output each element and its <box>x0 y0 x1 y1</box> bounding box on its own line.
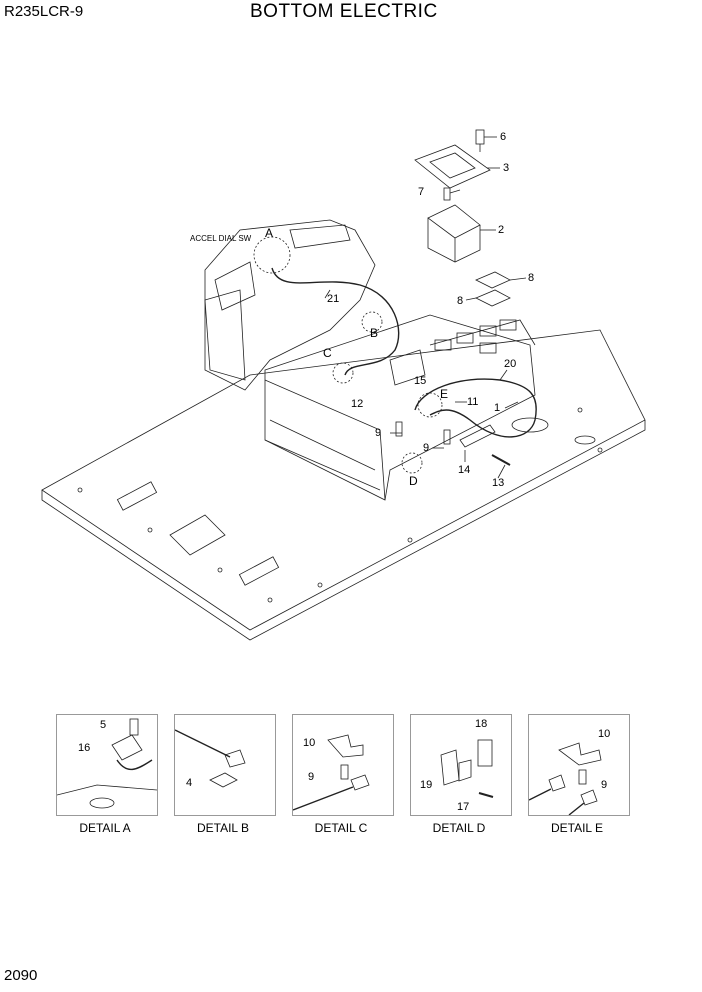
part-6-bolt <box>475 129 485 152</box>
callout-11: 11 <box>467 396 479 408</box>
part-7-screw <box>443 187 451 201</box>
part-2-box <box>427 204 481 263</box>
callout-8-lower: 8 <box>457 295 464 307</box>
detail-b-caption: DETAIL B <box>196 821 249 835</box>
part-3-bezel <box>414 144 491 189</box>
part-9-bolt-right <box>443 429 451 445</box>
callout-12: 12 <box>351 398 364 410</box>
callout-21: 21 <box>327 293 340 305</box>
callout-7: 7 <box>418 186 425 198</box>
floor-plate <box>41 329 646 641</box>
detail-c-label-10: 10 <box>303 737 316 749</box>
detail-d-box <box>410 714 512 816</box>
callout-13: 13 <box>492 477 505 489</box>
callout-9-left: 9 <box>375 427 382 439</box>
callout-6: 6 <box>500 131 507 143</box>
callout-d: D <box>409 474 418 488</box>
detail-a-marker <box>253 236 291 274</box>
leader-lines <box>324 136 527 479</box>
callout-b: B <box>370 326 379 340</box>
callout-14: 14 <box>458 464 471 476</box>
harness-20 <box>414 378 537 438</box>
page-title: BOTTOM ELECTRIC <box>250 1 438 22</box>
detail-b-label-4: 4 <box>186 777 193 789</box>
detail-b-box <box>174 714 276 816</box>
part-8-pads <box>475 271 511 307</box>
detail-e-box <box>528 714 630 816</box>
detail-c-label-9: 9 <box>308 771 315 783</box>
left-console <box>204 219 376 391</box>
detail-c-marker <box>332 362 354 384</box>
detail-d-label-17: 17 <box>457 801 470 813</box>
detail-d-caption: DETAIL D <box>432 821 486 835</box>
center-frame <box>264 314 536 501</box>
callout-a: A <box>265 226 274 240</box>
detail-a-caption: DETAIL A <box>79 821 131 835</box>
detail-e-label-9: 9 <box>601 779 608 791</box>
part-14-bracket <box>459 424 496 448</box>
callout-2: 2 <box>498 224 505 236</box>
detail-a-box <box>56 714 158 816</box>
model-code: R235LCR-9 <box>4 3 84 20</box>
detail-e-label-10: 10 <box>598 728 611 740</box>
detail-c-caption: DETAIL C <box>314 821 368 835</box>
callout-1: 1 <box>494 402 501 414</box>
detail-a-label-5: 5 <box>100 719 107 731</box>
detail-d-label-19: 19 <box>420 779 433 791</box>
callout-c: C <box>323 346 332 360</box>
callout-20: 20 <box>504 358 517 370</box>
part-13-bolt <box>491 454 511 466</box>
detail-b-marker <box>361 311 383 333</box>
detail-e-caption: DETAIL E <box>550 821 603 835</box>
detail-d-marker <box>401 452 423 474</box>
harness-21 <box>271 267 400 376</box>
callout-9-right: 9 <box>423 442 430 454</box>
accel-dial-sw-label: ACCEL DIAL SW <box>190 234 252 243</box>
detail-a-label-16: 16 <box>78 742 91 754</box>
part-9-bolt-left <box>395 421 403 437</box>
callout-e: E <box>440 387 449 401</box>
detail-e-marker <box>417 392 443 418</box>
callout-3: 3 <box>503 162 510 174</box>
detail-d-label-18: 18 <box>475 718 488 730</box>
page-number: 2090 <box>4 967 38 984</box>
callout-8-upper: 8 <box>528 272 535 284</box>
detail-c-box <box>292 714 394 816</box>
callout-15: 15 <box>414 375 427 387</box>
